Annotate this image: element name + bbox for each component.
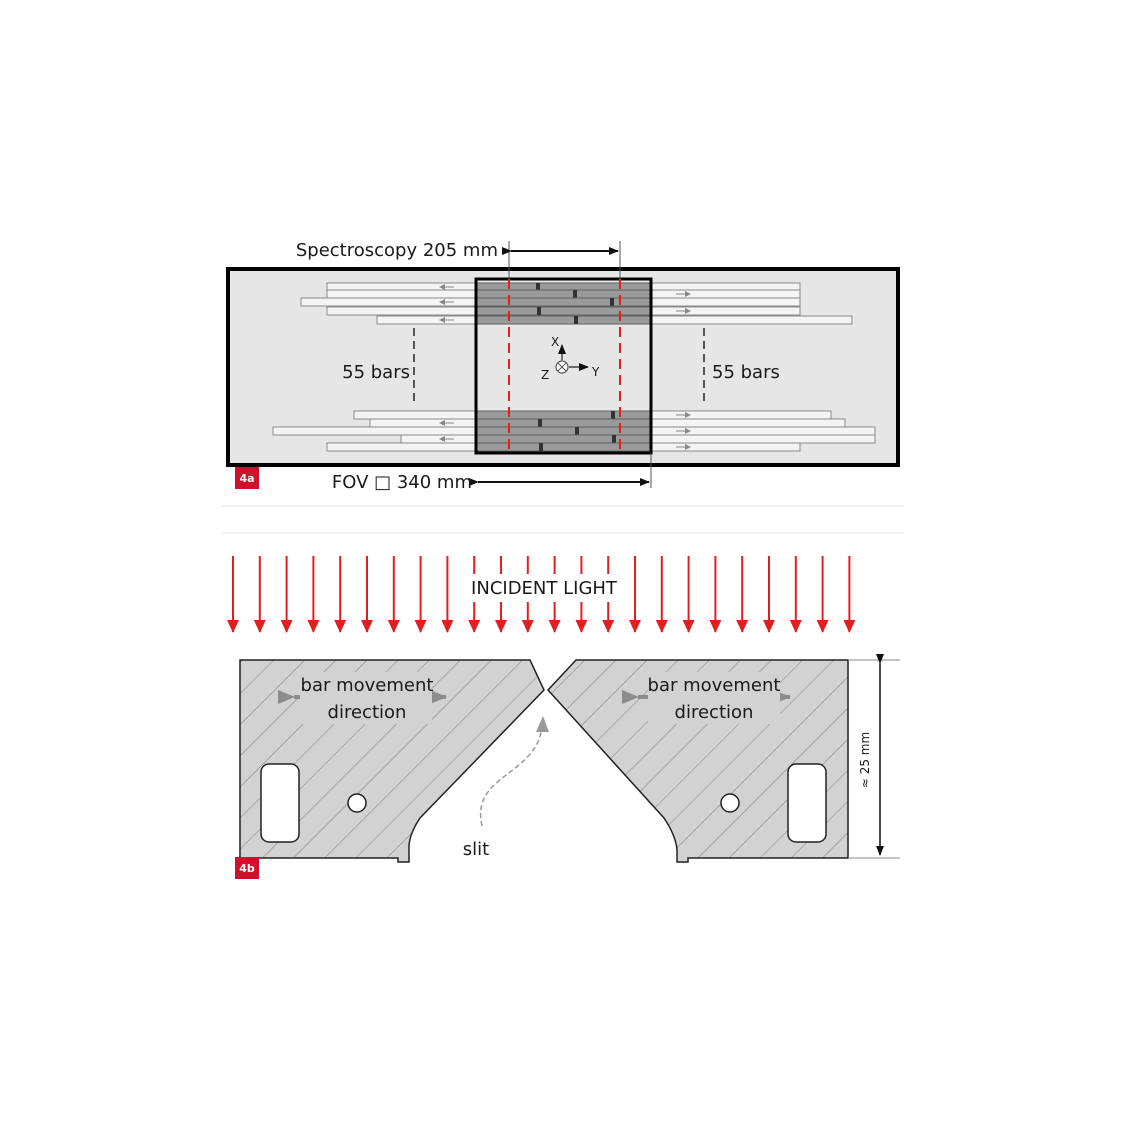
spectroscopy-label: Spectroscopy 205 mm — [296, 240, 498, 261]
bars-right-label: 55 bars — [712, 362, 780, 383]
slit-bar-inside-fov — [475, 442, 652, 452]
fov-window — [474, 277, 653, 455]
right-movement-label-line2: direction — [675, 702, 754, 723]
slit-gap — [611, 411, 615, 419]
slit-gap — [575, 427, 579, 435]
slit-bar-inside-fov — [475, 426, 652, 436]
slit-bar-inside-fov — [475, 434, 652, 444]
slit-gap — [536, 283, 540, 291]
bars-left-label: 55 bars — [342, 362, 410, 383]
slit-bar-inside-fov — [475, 418, 652, 428]
badge-4b-box — [235, 857, 259, 879]
fov-label: FOV □ 340 mm — [332, 472, 472, 493]
left-bar-hole — [347, 793, 367, 813]
left-bar-slot — [260, 763, 300, 843]
left-movement-label-line2: direction — [328, 702, 407, 723]
badge-4a-box — [235, 467, 259, 489]
incident-light-label: INCIDENT LIGHT — [471, 578, 618, 599]
slit-gap — [538, 419, 542, 427]
slit-gap — [539, 443, 543, 451]
slit-pointer-head — [536, 716, 549, 732]
height-label: ≈ 25 mm — [858, 732, 872, 788]
incident-label-bg — [458, 574, 630, 602]
figure-4b: INCIDENT LIGHT bar movement direction ba… — [227, 556, 900, 879]
slit-gap — [612, 435, 616, 443]
coordinate-axes: X Y Z — [541, 335, 600, 382]
badge-4b: 4b — [239, 862, 255, 875]
slit-bar-inside-fov — [475, 315, 652, 325]
right-bar-hole — [720, 793, 740, 813]
bar-array — [272, 282, 876, 452]
right-bar-slot — [787, 763, 827, 843]
figure-4a: Spectroscopy 205 mm FOV □ 340 mm 55 bars… — [226, 240, 900, 493]
z-axis-cross-2 — [557, 362, 567, 372]
badge-4a: 4a — [239, 472, 254, 485]
slit-bar-inside-fov — [475, 289, 652, 299]
slit-gap — [537, 307, 541, 315]
left-movement-label-line1: bar movement — [301, 675, 434, 696]
incident-light-arrows — [227, 556, 856, 633]
axis-y-label: Y — [591, 365, 600, 379]
slit-gap — [573, 290, 577, 298]
left-movement-label-bg — [300, 672, 432, 724]
slit-gap — [610, 298, 614, 306]
axis-x-label: X — [551, 335, 559, 349]
axis-z-label: Z — [541, 368, 549, 382]
slit-bar-inside-fov — [475, 410, 652, 420]
slit-bar-inside-fov — [475, 306, 652, 316]
right-movement-label-bg — [648, 672, 780, 724]
slit-label: slit — [463, 839, 489, 860]
right-movement-label-line1: bar movement — [648, 675, 781, 696]
slit-gap — [574, 316, 578, 324]
slit-pointer-arrow — [479, 729, 543, 827]
slit-bar-inside-fov — [475, 297, 652, 307]
